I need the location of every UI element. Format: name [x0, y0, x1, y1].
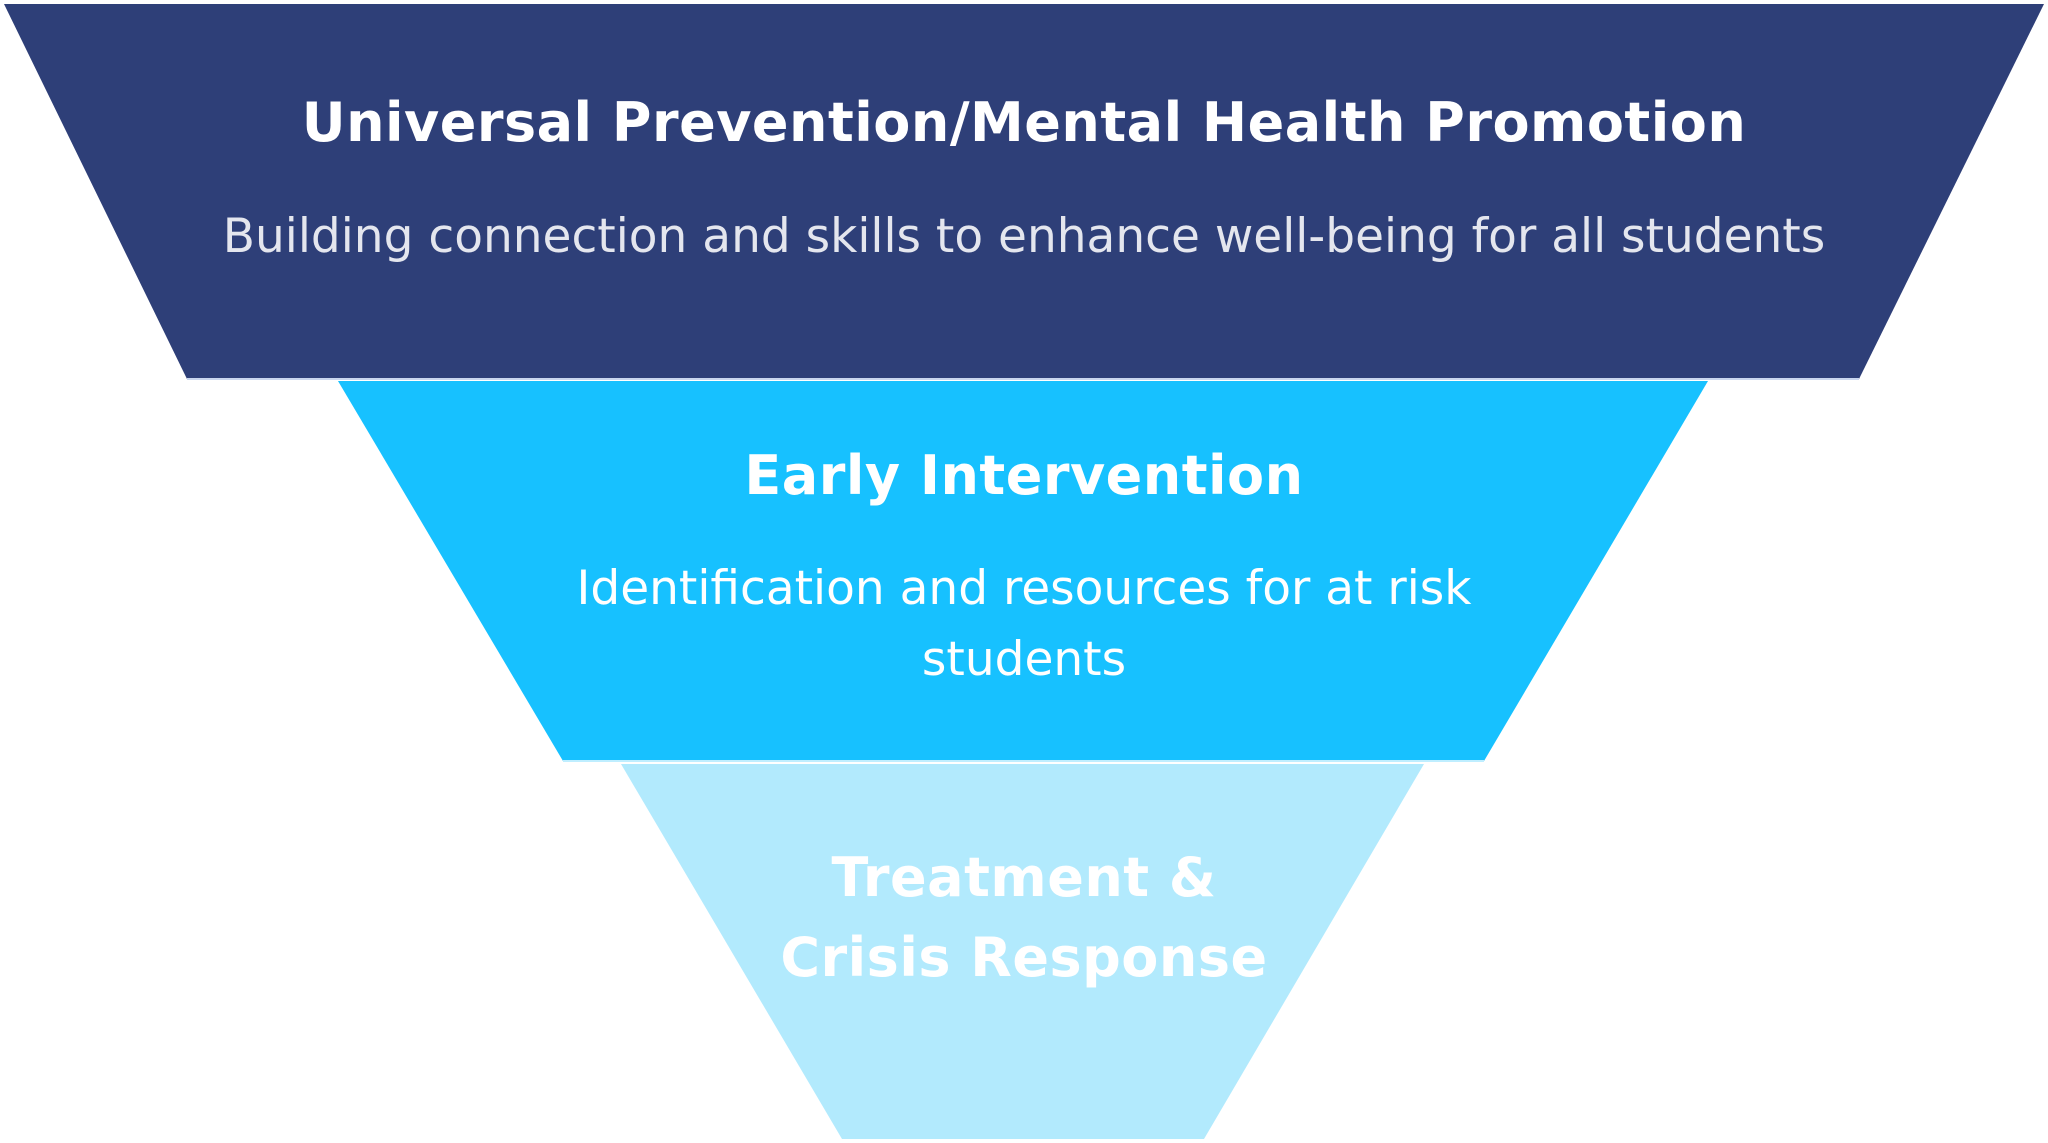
tier-2-title: Early Intervention	[744, 444, 1304, 507]
tier-2-subtitle-line-2: students	[921, 632, 1127, 687]
tier-3-title-line-1: Treatment &	[831, 846, 1217, 909]
tier-3-title-line-2: Crisis Response	[780, 926, 1268, 989]
tier-2-trapezoid	[338, 381, 1708, 761]
tier-1-subtitle: Building connection and skills to enhanc…	[222, 209, 1826, 264]
tier-1-title: Universal Prevention/Mental Health Promo…	[301, 91, 1747, 154]
tier-2-subtitle-line-1: Identification and resources for at risk	[576, 561, 1472, 616]
tier-3-trapezoid	[621, 764, 1424, 1139]
tier-1-trapezoid	[4, 4, 2044, 379]
